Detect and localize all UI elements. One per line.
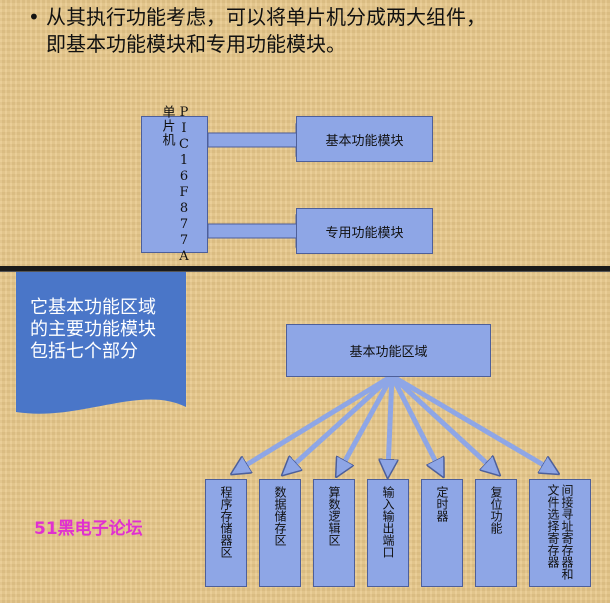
arrow-root-to-child-7	[390, 373, 552, 470]
arrow-root-to-child-4	[388, 375, 392, 470]
intro-bullet: • 从其执行功能考虑，可以将单片机分成两大组件， 即基本功能模块和专用功能模块。	[28, 4, 608, 58]
intro-line-2: 即基本功能模块和专用功能模块。	[46, 32, 346, 56]
child-box-2: 数据储存区	[259, 479, 301, 587]
child-box-1: 程序存储器区	[205, 479, 247, 587]
child-box-3: 算数逻辑区	[313, 479, 355, 587]
special-module-box: 专用功能模块	[296, 208, 433, 254]
arrow-root-to-child-5	[389, 374, 440, 470]
banner-shape	[16, 272, 186, 414]
child-label-2: 数据储存区	[273, 486, 287, 546]
banner-text: 它基本功能区域的主要功能模块包括七个部分	[30, 297, 156, 362]
mcu-box: PIC16F877A单片机	[141, 105, 208, 265]
arrow-root-to-child-6	[390, 374, 494, 470]
forum-watermark: 51黑电子论坛	[34, 519, 143, 539]
child-label-3: 算数逻辑区	[327, 486, 341, 546]
child-box-4: 输入输出端口	[367, 479, 409, 587]
child-label-6: 复位功能	[489, 486, 503, 534]
intro-line-1: 从其执行功能考虑，可以将单片机分成两大组件，	[46, 5, 486, 29]
root-label: 基本功能区域	[349, 345, 428, 360]
child-box-7: 间接寻址寄存器和文件选择寄存器	[529, 479, 591, 587]
special-module-label: 专用功能模块	[325, 225, 404, 241]
bullet-dot: •	[28, 5, 40, 29]
child-box-5: 定时器	[421, 479, 463, 587]
root-box: 基本功能区域	[286, 324, 491, 377]
mcu-label: PIC16F877A单片机	[159, 104, 192, 265]
child-label-4: 输入输出端口	[381, 486, 395, 558]
arrow-root-to-child-3	[340, 374, 395, 470]
basic-module-label: 基本功能模块	[325, 133, 404, 149]
section-divider	[0, 266, 610, 272]
child-label-7: 间接寻址寄存器和文件选择寄存器	[546, 484, 574, 580]
child-label-1: 程序存储器区	[219, 486, 233, 558]
arrow-root-to-child-2	[288, 374, 394, 470]
basic-module-box: 基本功能模块	[296, 116, 433, 162]
bottom-diagram-arrows	[0, 373, 610, 603]
child-box-6: 复位功能	[475, 479, 517, 587]
arrow-root-to-child-1	[238, 373, 394, 470]
child-label-5: 定时器	[435, 486, 449, 522]
